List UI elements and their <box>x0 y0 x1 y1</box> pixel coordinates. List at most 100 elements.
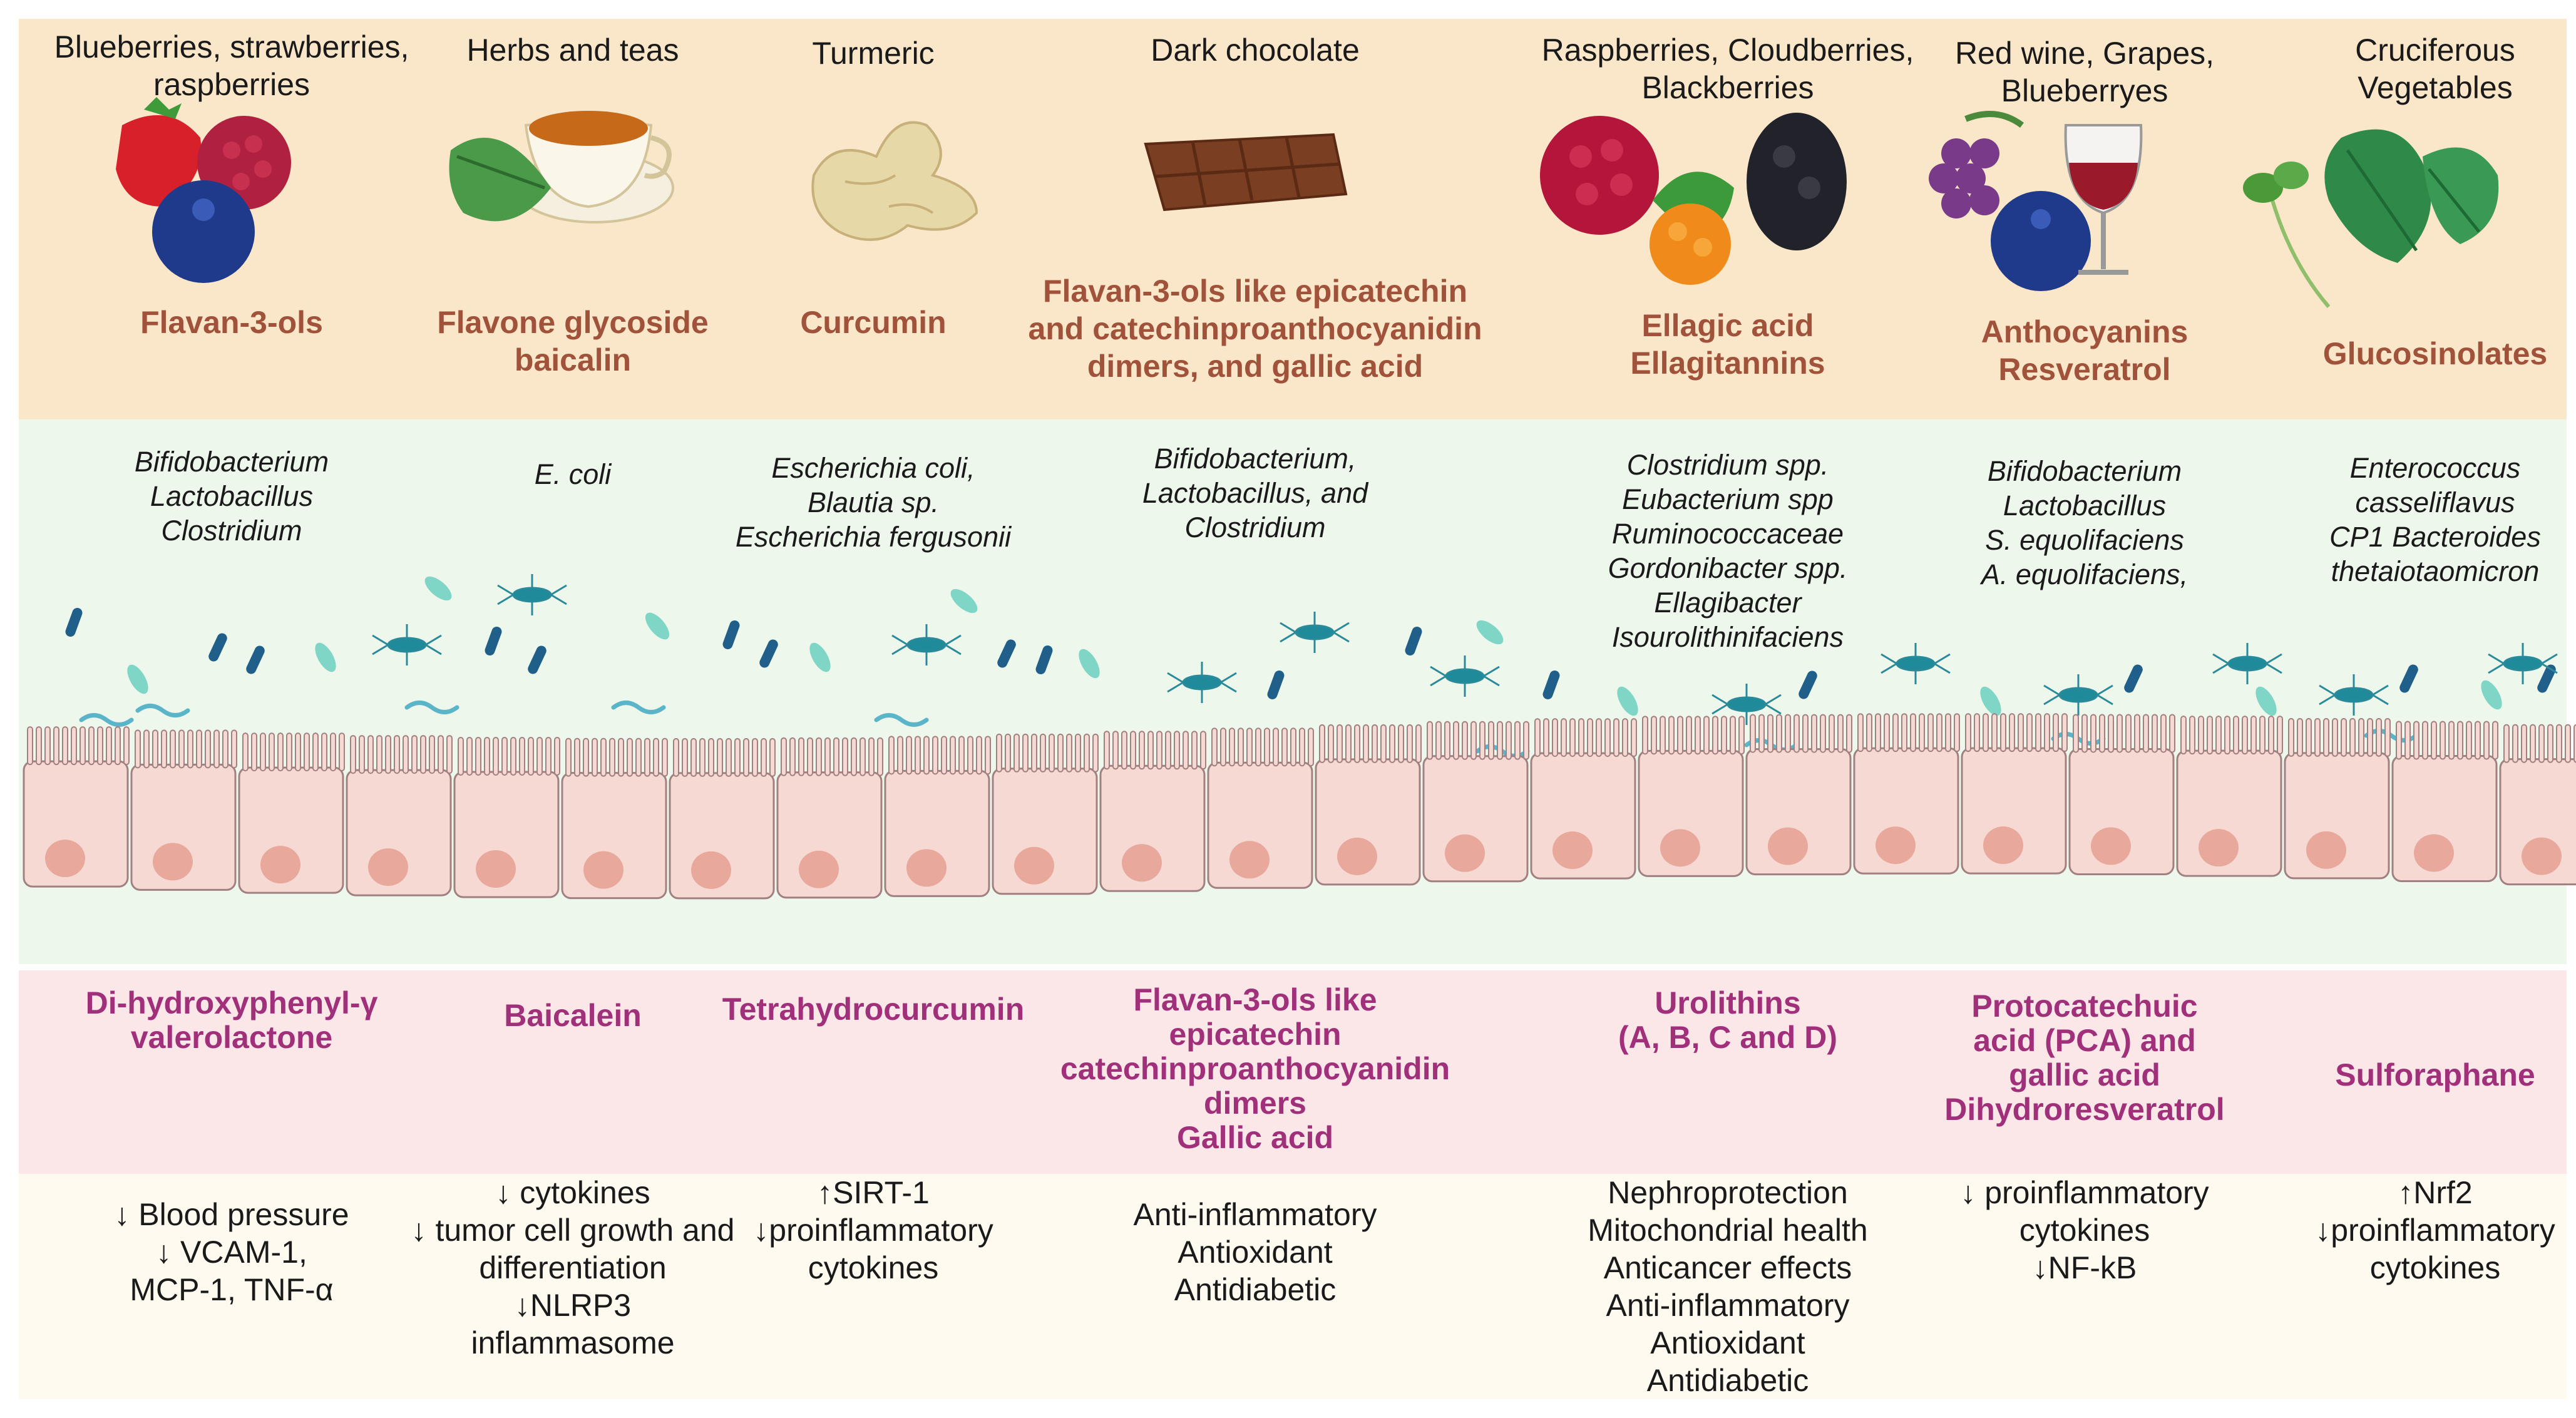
tea-cup-icon <box>449 111 674 223</box>
microvillus <box>438 735 444 774</box>
microvillus <box>565 737 572 777</box>
polyphenol-compound: Curcumin <box>800 305 947 340</box>
microvillus <box>1703 716 1710 755</box>
microvillus <box>359 735 365 774</box>
microvillus <box>1785 714 1791 753</box>
microvillus <box>304 732 310 772</box>
microvillus <box>2125 714 2132 753</box>
microvillus <box>635 737 642 777</box>
microvillus <box>97 726 103 766</box>
wine-grapes-icon <box>1929 111 2143 291</box>
cell-nucleus <box>906 849 947 887</box>
microvillus <box>1139 731 1145 770</box>
microvillus <box>1668 716 1675 755</box>
microvillus <box>2207 716 2213 755</box>
polyphenol-compound: Anthocyanins Resveratrol <box>1981 314 2189 387</box>
microvillus <box>1660 716 1666 755</box>
microvillus <box>2288 717 2294 757</box>
microvillus <box>2018 713 2024 753</box>
microvillus <box>1991 713 1998 753</box>
microvillus <box>2341 717 2347 757</box>
microvillus <box>1846 714 1852 753</box>
microvillus <box>1407 724 1413 763</box>
bacteria-list: Enterococcus casseliflavus CP1 Bacteroid… <box>2329 452 2541 587</box>
metabolites-band <box>19 970 2567 1174</box>
microvillus <box>403 735 409 774</box>
microvillus <box>27 726 33 766</box>
microvillus <box>260 732 266 772</box>
microvillus <box>1112 731 1119 770</box>
microvillus <box>1750 714 1756 753</box>
microvillus <box>1622 718 1628 758</box>
microvillus <box>1866 713 1872 753</box>
microvillus <box>1299 727 1305 767</box>
microvillus <box>2376 717 2382 757</box>
microvillus <box>458 737 464 776</box>
microvillus <box>1273 727 1279 767</box>
microvillus <box>1776 714 1782 753</box>
microvillus <box>653 737 659 777</box>
microvillus <box>1264 727 1270 767</box>
microvillus <box>2035 713 2041 753</box>
microvillus <box>1730 716 1736 755</box>
microvillus <box>1328 724 1334 763</box>
health-effects: Nephroprotection Mitochondrial health An… <box>1588 1175 1868 1398</box>
microvillus <box>2268 716 2274 755</box>
microvillus <box>1910 713 1916 753</box>
microvillus <box>2108 714 2114 753</box>
microvillus <box>1165 731 1171 770</box>
turmeric-root-icon <box>811 121 978 241</box>
microvillus <box>277 732 284 772</box>
microvillus <box>1479 721 1486 760</box>
microvillus <box>242 732 249 772</box>
cruciferous-leaf-icon <box>2243 129 2499 308</box>
microvillus <box>1183 731 1189 770</box>
microvillus <box>1372 724 1378 763</box>
microvillus <box>1488 721 1494 760</box>
gut-bacteria-cluster <box>65 574 2558 758</box>
microvillus <box>1534 718 1541 758</box>
microvillus <box>385 735 391 774</box>
microvillus <box>493 737 499 776</box>
microvillus <box>985 736 991 775</box>
microvillus <box>1255 727 1261 767</box>
microvillus <box>2573 724 2576 763</box>
microvillus <box>769 737 776 777</box>
microvillus <box>1587 718 1593 758</box>
microvillus <box>1613 718 1619 758</box>
microvillus <box>196 729 202 769</box>
microvillus <box>376 735 382 774</box>
metabolite-label: Di-hydroxyphenyl-γ valerolactone <box>85 985 378 1055</box>
microvillus <box>1604 718 1611 758</box>
bacteria-list: Bifidobacterium, Lactobacillus, and Clos… <box>1142 443 1368 543</box>
microvillus <box>53 726 59 766</box>
metabolite-label: Sulforaphane <box>2335 1057 2535 1092</box>
microvillus <box>286 732 292 772</box>
microvillus <box>734 737 741 777</box>
microvillus <box>1470 721 1477 760</box>
microvillus <box>2152 714 2158 753</box>
microvillus <box>2009 713 2015 753</box>
microvillus <box>2512 724 2518 763</box>
microvillus <box>213 729 220 769</box>
microvillus <box>528 737 534 776</box>
microvillus <box>2259 716 2266 755</box>
microvillus <box>1945 713 1951 753</box>
microvillus <box>807 737 813 776</box>
cell-nucleus <box>1660 829 1700 867</box>
microvillus <box>1415 724 1422 763</box>
intestinal-epithelium <box>23 713 2576 900</box>
microvillus <box>321 732 327 772</box>
microvillus <box>2314 717 2321 757</box>
microvillus <box>1983 713 1989 753</box>
microvillus <box>781 737 787 776</box>
microvillus <box>1040 733 1046 773</box>
microvillus <box>1049 733 1055 773</box>
microvillus <box>2081 714 2088 753</box>
microvillus <box>1892 713 1899 753</box>
microvillus <box>1389 724 1395 763</box>
microvillus <box>222 729 228 769</box>
microvillus <box>80 726 86 766</box>
microvillus <box>1651 716 1657 755</box>
microvillus <box>1005 733 1011 773</box>
